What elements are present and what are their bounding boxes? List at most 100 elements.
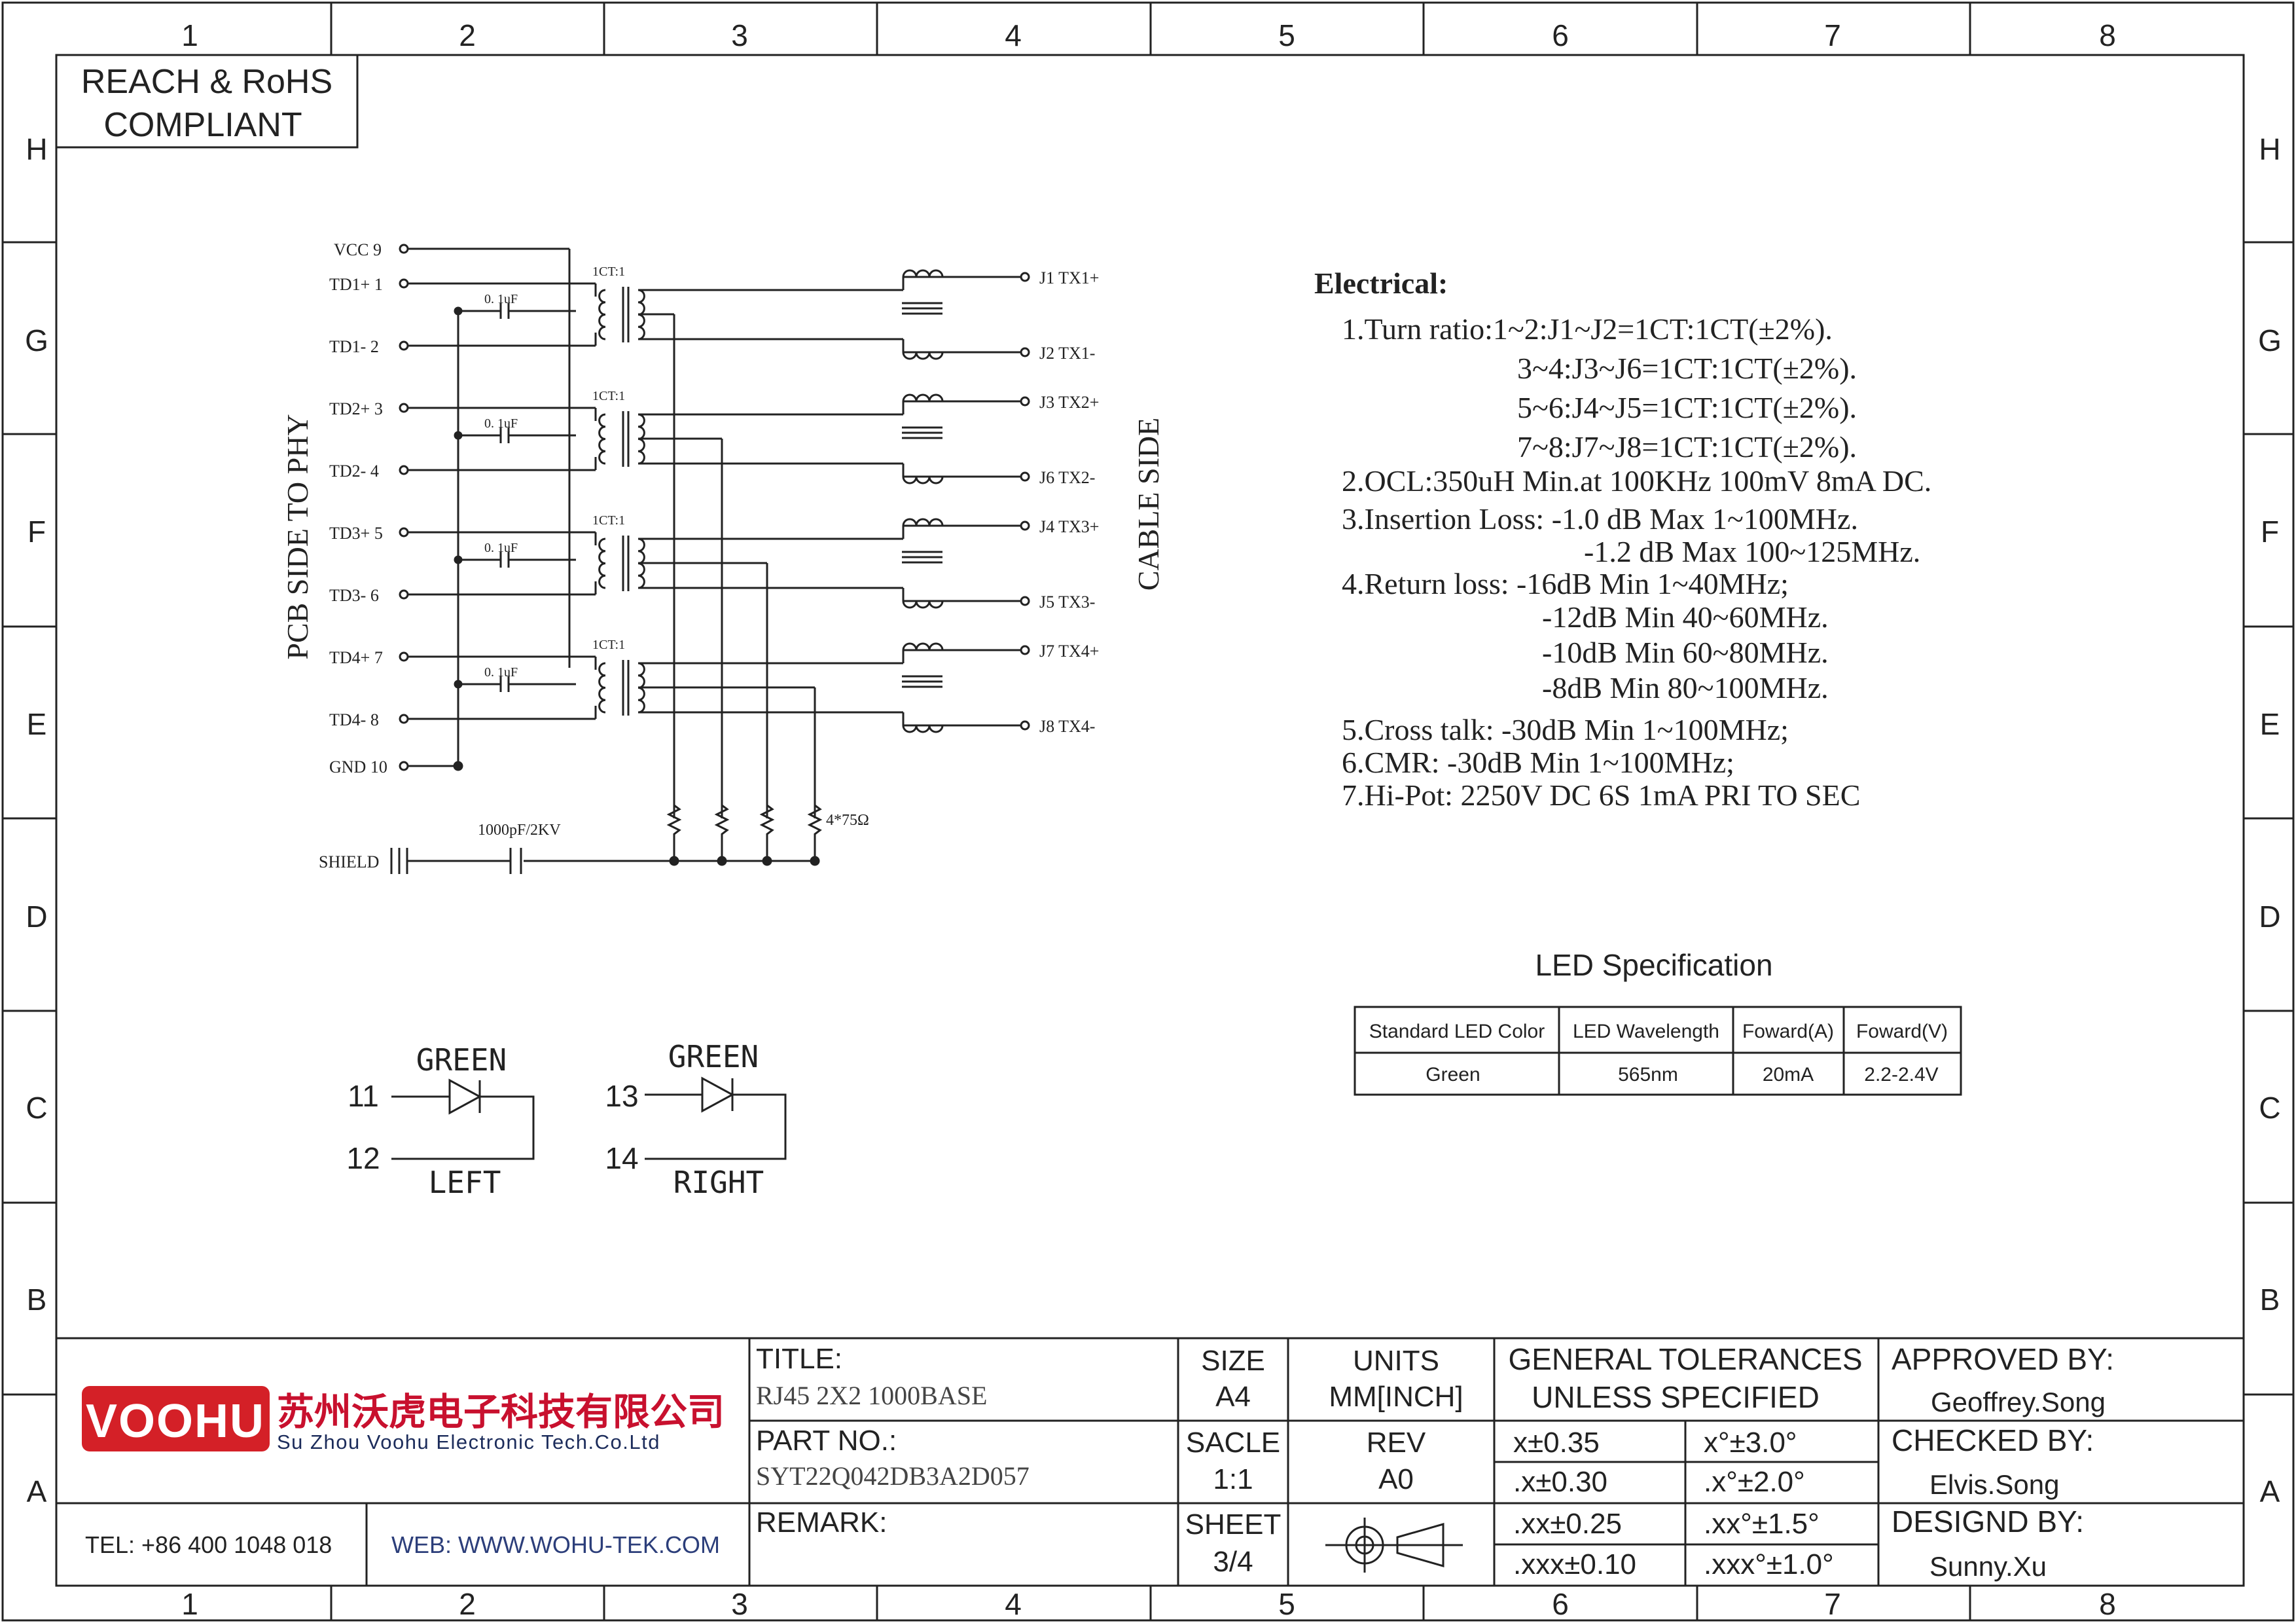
led-right-color: GREEN: [668, 1039, 759, 1074]
frame-row-label-G-left: G: [25, 323, 48, 357]
units-label: UNITS: [1353, 1345, 1439, 1377]
pin-terminal: [1020, 471, 1030, 482]
pin-terminal: [399, 340, 409, 351]
pin-terminal: [399, 651, 409, 662]
frame-row-label-A-left: A: [27, 1474, 47, 1508]
projection-symbol: [1325, 1518, 1463, 1573]
pin-terminal: [1020, 596, 1030, 606]
shield-label: SHIELD: [319, 852, 379, 871]
ratio-label: 1CT:1: [592, 638, 625, 652]
led-left-label: LEFT: [429, 1165, 501, 1200]
pin-terminal: [399, 527, 409, 538]
company-tel: TEL: +86 400 1048 018: [85, 1531, 332, 1558]
led-spec-header-voltage: Foward(V): [1856, 1021, 1948, 1042]
electrical-heading: Electrical:: [1314, 266, 1448, 300]
units-value: MM[INCH]: [1329, 1381, 1463, 1413]
tol-linear-2: .xx±0.25: [1513, 1508, 1622, 1540]
shield-symbol: [390, 848, 408, 874]
pin-terminal: [1020, 347, 1030, 357]
approved-value: Geoffrey.Song: [1931, 1387, 2106, 1417]
led-spec-cell-color: Green: [1426, 1064, 1480, 1085]
part-number-value: SYT22Q042DB3A2D057: [756, 1461, 1030, 1491]
frame-row-label-A-right: A: [2260, 1474, 2280, 1508]
pin-label-right-7: J7 TX4+: [1039, 642, 1099, 661]
frame-column-label-6-bottom: 6: [1552, 1587, 1569, 1621]
part-number-label: PART NO.:: [756, 1425, 897, 1457]
compliance-box: REACH & RoHS COMPLIANT: [56, 55, 359, 149]
frame-column-label-7-bottom: 7: [1824, 1587, 1841, 1621]
pin-terminal: [1020, 720, 1030, 731]
frame-column-label-5-bottom: 5: [1278, 1587, 1295, 1621]
frame-row-label-D-right: D: [2259, 900, 2280, 934]
led-spec-cell-current: 20mA: [1763, 1064, 1814, 1085]
title-value: RJ45 2X2 1000BASE: [756, 1381, 987, 1410]
led-specification-table: LED Specification Standard LED Color LED…: [1354, 948, 1962, 1096]
led-left-color: GREEN: [416, 1042, 507, 1078]
cable-side-label: CABLE SIDE: [1132, 418, 1165, 591]
pin-label-left-3: TD2+ 3: [329, 399, 383, 418]
checked-label: CHECKED BY:: [1892, 1423, 2094, 1457]
led-right-pin-a: 13: [605, 1079, 638, 1113]
frame-column-label-3-top: 3: [731, 18, 748, 52]
electrical-specification: Electrical:1.Turn ratio:1~2:J1~J2=1CT:1C…: [1314, 266, 1931, 812]
title-block: VOOHU 苏州沃虎电子科技有限公司 Su Zhou Voohu Electro…: [56, 1337, 2244, 1586]
hv-capacitor-label: 1000pF/2KV: [478, 822, 561, 839]
frame-row-label-E-left: E: [27, 707, 47, 741]
pin-label-right-4: J6 TX2-: [1039, 468, 1095, 487]
frame-column-label-8-bottom: 8: [2099, 1587, 2116, 1621]
led-left-diode: [448, 1078, 482, 1115]
pin-terminal: [399, 714, 409, 724]
pcb-side-label: PCB SIDE TO PHY: [281, 414, 314, 659]
frame-zone-ticks: [3, 3, 2293, 1620]
common-mode-choke: [902, 393, 944, 484]
pin-label-right-3: J3 TX2+: [1039, 393, 1099, 412]
pin-label-right-1: J1 TX1+: [1039, 268, 1099, 287]
led-right-diode: [701, 1076, 735, 1113]
rev-value: A0: [1378, 1463, 1414, 1495]
pin-label-left-2: TD1- 2: [329, 337, 379, 356]
company-name-cn: 苏州沃虎电子科技有限公司: [277, 1391, 725, 1433]
pin-label-left-4: TD2- 4: [329, 462, 379, 481]
resistor-value-label: 4*75Ω: [826, 812, 869, 829]
gnd-pin-terminal: [399, 761, 409, 771]
frame-column-label-2-top: 2: [459, 18, 476, 52]
led-spec-cell-wavelength: 565nm: [1618, 1064, 1678, 1085]
designed-value: Sunny.Xu: [1929, 1551, 2047, 1582]
pin-terminal: [1020, 645, 1030, 655]
tol-angular-3: .xxx°±1.0°: [1704, 1548, 1834, 1580]
led-spec-header-color: Standard LED Color: [1369, 1021, 1545, 1042]
compliance-line1: REACH & RoHS: [81, 63, 332, 101]
pin-label-right-8: J8 TX4-: [1039, 717, 1095, 736]
checked-value: Elvis.Song: [1929, 1469, 2059, 1500]
common-mode-choke: [902, 269, 944, 360]
pin-terminal: [399, 403, 409, 413]
tolerances-heading-2: UNLESS SPECIFIED: [1532, 1380, 1820, 1414]
pin-terminal: [399, 465, 409, 475]
frame-row-label-C-left: C: [26, 1091, 47, 1125]
electrical-line-11: -8dB Min 80~100MHz.: [1542, 671, 1829, 704]
hv-capacitor: [407, 848, 522, 874]
pin-terminal: [399, 589, 409, 600]
tol-angular-0: x°±3.0°: [1704, 1427, 1797, 1459]
pin-label-left-6: TD3- 6: [329, 586, 379, 605]
tol-linear-1: .x±0.30: [1513, 1466, 1607, 1498]
electrical-line-3: 5~6:J4~J5=1CT:1CT(±2%).: [1517, 391, 1857, 424]
frame-row-label-F-left: F: [27, 515, 46, 549]
company-name-en: Su Zhou Voohu Electronic Tech.Co.Ltd: [277, 1431, 660, 1453]
frame-row-label-D-left: D: [26, 900, 47, 934]
frame-column-label-1-bottom: 1: [181, 1587, 198, 1621]
pin-label-left-7: TD4+ 7: [329, 648, 383, 667]
led-spec-header-current: Foward(A): [1742, 1021, 1834, 1042]
pin-label-right-6: J5 TX3-: [1039, 593, 1095, 611]
vcc-pin-terminal: [399, 244, 409, 254]
common-mode-choke: [902, 518, 944, 609]
size-value: A4: [1215, 1381, 1251, 1413]
led-right-pin-b: 14: [605, 1141, 638, 1175]
led-diagrams: GREEN 11 12 LEFT GREEN 13 14 RIGHT: [346, 1039, 787, 1200]
electrical-line-10: -10dB Min 60~80MHz.: [1542, 636, 1829, 669]
electrical-line-8: 4.Return loss: -16dB Min 1~40MHz;: [1342, 567, 1789, 600]
electrical-line-9: -12dB Min 40~60MHz.: [1542, 600, 1829, 634]
